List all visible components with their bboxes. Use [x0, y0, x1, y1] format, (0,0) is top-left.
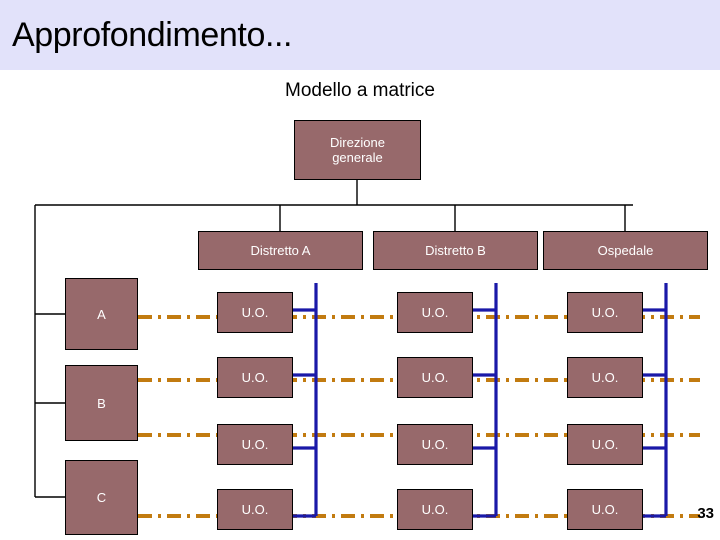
node-ospedale-label: Ospedale [597, 243, 654, 258]
blue-column-lines [293, 283, 668, 518]
node-row-c-label: C [96, 490, 107, 505]
cell-label: U.O. [241, 437, 269, 452]
cell-b-ospedale[interactable]: U.O. [567, 357, 643, 398]
slide-subtitle: Modello a matrice [285, 80, 435, 101]
cell-c-distretto-a[interactable]: U.O. [217, 489, 293, 530]
node-row-a-label: A [97, 306, 106, 322]
node-direzione-generale-line1: Direzione [330, 135, 385, 150]
node-row-c[interactable]: C [65, 460, 138, 535]
orange-dashdot-lines [138, 315, 700, 518]
cell-a-distretto-b[interactable]: U.O. [397, 292, 473, 333]
cell-label: U.O. [421, 370, 449, 385]
cell-a-distretto-a[interactable]: U.O. [217, 292, 293, 333]
cell-label: U.O. [241, 305, 269, 320]
black-hierarchy-lines [34, 180, 633, 498]
node-distretto-b-label: Distretto B [425, 243, 486, 258]
cell-label: U.O. [591, 437, 619, 452]
cell-b2-distretto-a[interactable]: U.O. [217, 424, 293, 465]
cell-label: U.O. [241, 370, 269, 385]
title-banner: Approfondimento... [0, 0, 720, 70]
cell-a-ospedale[interactable]: U.O. [567, 292, 643, 333]
node-row-b-label: B [97, 395, 106, 411]
node-row-b[interactable]: B [65, 365, 138, 441]
cell-label: U.O. [241, 502, 269, 517]
cell-b2-ospedale[interactable]: U.O. [567, 424, 643, 465]
node-ospedale[interactable]: Ospedale [543, 231, 708, 270]
cell-label: U.O. [591, 370, 619, 385]
page-number: 33 [697, 505, 714, 522]
cell-c-distretto-b[interactable]: U.O. [397, 489, 473, 530]
cell-b-distretto-b[interactable]: U.O. [397, 357, 473, 398]
cell-label: U.O. [591, 305, 619, 320]
cell-b2-distretto-b[interactable]: U.O. [397, 424, 473, 465]
cell-label: U.O. [421, 502, 449, 517]
node-distretto-a-label: Distretto A [250, 243, 311, 258]
cell-b-distretto-a[interactable]: U.O. [217, 357, 293, 398]
node-direzione-generale[interactable]: Direzione generale [294, 120, 421, 180]
page-title: Approfondimento... [12, 16, 293, 54]
node-distretto-b[interactable]: Distretto B [373, 231, 538, 270]
cell-c-ospedale[interactable]: U.O. [567, 489, 643, 530]
cell-label: U.O. [421, 437, 449, 452]
node-row-a[interactable]: A [65, 278, 138, 350]
cell-label: U.O. [591, 502, 619, 517]
cell-label: U.O. [421, 305, 449, 320]
node-distretto-a[interactable]: Distretto A [198, 231, 363, 270]
node-direzione-generale-line2: generale [332, 150, 383, 165]
